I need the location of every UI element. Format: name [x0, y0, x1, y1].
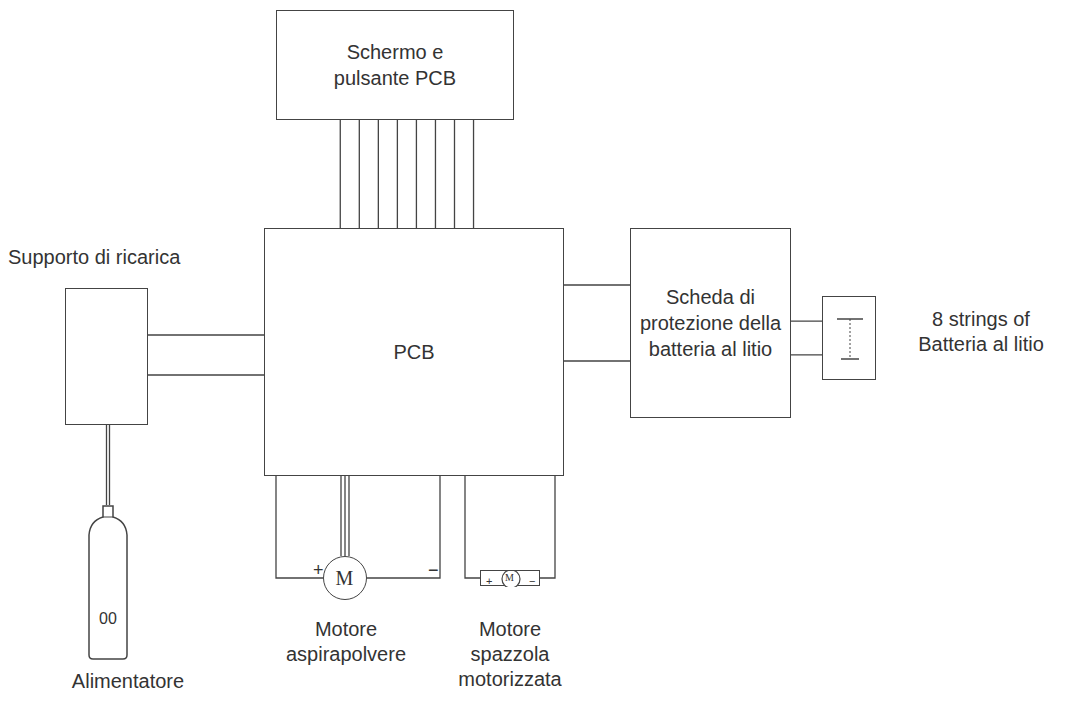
- polarity-mark: −: [428, 560, 439, 580]
- wire-connector: [791, 321, 822, 355]
- main-pcb-box: PCB: [264, 228, 564, 476]
- wire-connector: [340, 120, 473, 228]
- node-text: Scheda di protezione della batteria al l…: [637, 284, 784, 362]
- polarity-mark: −: [529, 571, 535, 591]
- node-text: 8 strings of Batteria al litio: [906, 307, 1056, 357]
- symbol-text: M: [324, 566, 365, 591]
- polarity-mark: +: [313, 560, 324, 580]
- node-text: PCB: [393, 339, 434, 365]
- node-text: Supporto di ricarica: [8, 245, 180, 270]
- wire-connector: [148, 335, 264, 375]
- wire-connector: [465, 476, 555, 578]
- node-text: Alimentatore: [48, 669, 208, 694]
- vacuum-motor-symbol: MMotore aspirapolvere: [323, 556, 367, 600]
- wire-connector: [564, 285, 630, 361]
- screen-board-box: Schermo e pulsante PCB: [276, 10, 514, 120]
- charging-stand-box: Supporto di ricarica: [65, 288, 148, 425]
- polarity-mark: +: [486, 571, 492, 591]
- battery-protection-box: Scheda di protezione della batteria al l…: [630, 228, 791, 418]
- wire-connector: [107, 425, 110, 505]
- node-text: Motore aspirapolvere: [266, 617, 426, 667]
- node-text: Motore spazzola motorizzata: [453, 617, 567, 692]
- battery-pack-box: 8 strings of Batteria al litio: [822, 296, 876, 380]
- symbol-text: 00: [92, 609, 124, 629]
- power-adapter: 00Alimentatore: [88, 505, 128, 660]
- power-adapter-outline: [88, 505, 128, 660]
- node-text: Schermo e pulsante PCB: [317, 39, 473, 91]
- battery-symbol: [823, 297, 877, 381]
